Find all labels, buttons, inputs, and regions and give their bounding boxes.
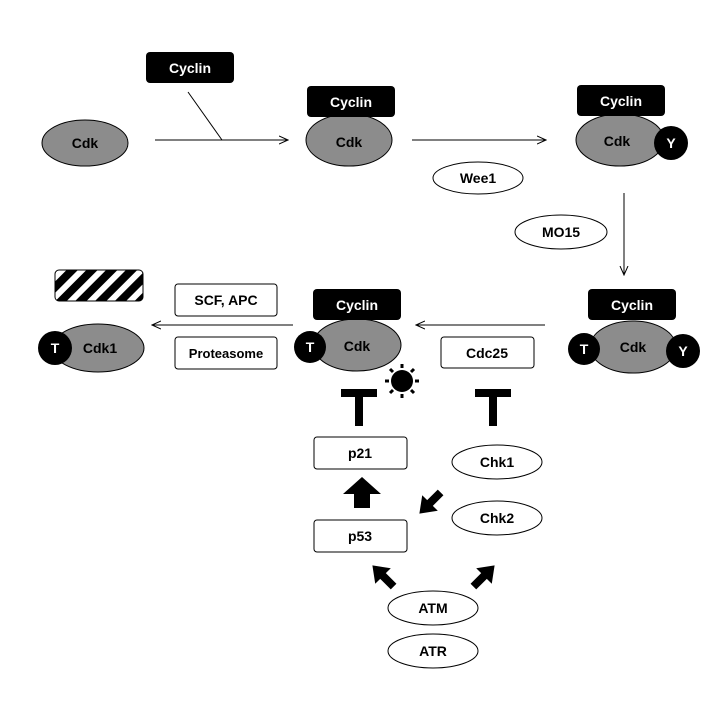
t-cdk1: Cdk1 T	[38, 323, 145, 373]
degraded-cyclin	[54, 269, 144, 302]
active-cdk-label: Cdk	[344, 338, 371, 354]
cyclin-binding-line	[187, 91, 223, 141]
cyclin-incoming-label: Cyclin	[169, 60, 211, 76]
inhibition-p21-to-cdk	[341, 389, 377, 426]
y-phospho-label: Y	[666, 135, 676, 151]
wee1-node: Wee1	[432, 161, 524, 195]
cdk1-label: Cdk1	[83, 340, 117, 356]
active-t-phospho-label: T	[306, 339, 315, 355]
arrow-atm-to-p53	[372, 565, 397, 590]
chk1-label: Chk1	[480, 454, 514, 470]
cyclin-incoming: Cyclin	[146, 52, 234, 83]
arrow-p53-to-p21	[343, 477, 381, 508]
chk2-node: Chk2	[451, 500, 543, 536]
active-cyclin-label: Cyclin	[336, 297, 378, 313]
atr-label: ATR	[419, 643, 447, 659]
scf-apc-node: SCF, APC	[174, 283, 278, 317]
inhibition-chk1-to-cdc25	[475, 389, 511, 426]
mo15-node: MO15	[514, 214, 608, 250]
cdk-free-label: Cdk	[72, 135, 99, 151]
ty-y-phospho-label: Y	[678, 343, 688, 359]
t-cdk-y-complex: Cyclin Cdk T Y	[568, 289, 700, 374]
chk2-label: Chk2	[480, 510, 514, 526]
complex-cdk-label: Cdk	[336, 134, 363, 150]
cdc25-label: Cdc25	[466, 345, 508, 361]
ty-cdk-label: Cdk	[620, 339, 647, 355]
cyclin-cdk-y-complex: Cyclin Cdk Y	[575, 85, 688, 167]
proteasome-label: Proteasome	[189, 346, 263, 361]
complex-cyclin-label: Cyclin	[330, 94, 372, 110]
ty-cyclin-label: Cyclin	[611, 297, 653, 313]
y-complex-cyclin-label: Cyclin	[600, 93, 642, 109]
wee1-label: Wee1	[460, 170, 497, 186]
active-t-cdk-complex: Cyclin Cdk T	[294, 289, 402, 372]
proteasome-node: Proteasome	[174, 336, 278, 370]
cdk-free: Cdk	[41, 119, 129, 167]
mo15-label: MO15	[542, 224, 580, 240]
y-complex-cdk-label: Cdk	[604, 133, 631, 149]
cdk1-t-phospho-label: T	[51, 340, 60, 356]
arrow-chk2-to-p53	[419, 489, 444, 514]
atr-node: ATR	[387, 633, 479, 669]
p53-label: p53	[348, 528, 372, 544]
scf-apc-label: SCF, APC	[194, 292, 257, 308]
p21-node: p21	[313, 436, 408, 470]
chk1-node: Chk1	[451, 444, 543, 480]
atm-label: ATM	[418, 600, 447, 616]
cdc25-node: Cdc25	[440, 336, 535, 369]
atm-node: ATM	[387, 590, 479, 626]
cyclin-cdk-complex: Cyclin Cdk	[305, 86, 395, 167]
p21-label: p21	[348, 445, 372, 461]
arrow-atm-to-chk	[470, 565, 495, 590]
ty-t-phospho-label: T	[580, 341, 589, 357]
activity-star-icon	[385, 364, 419, 398]
p53-node: p53	[313, 519, 408, 553]
